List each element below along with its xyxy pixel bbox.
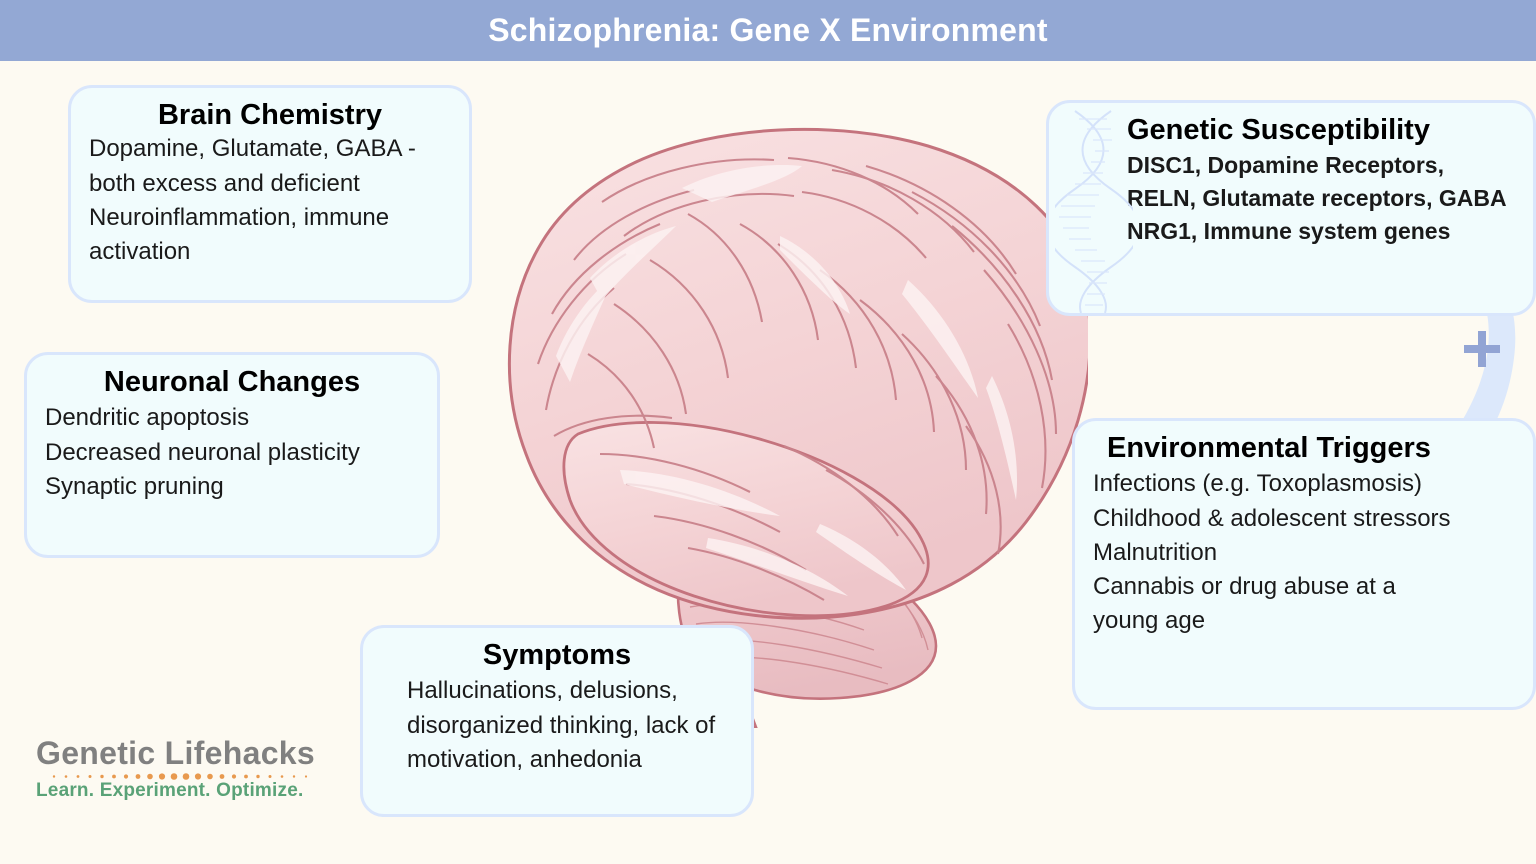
card-genetic-susceptibility: Genetic Susceptibility DISC1, Dopamine R…	[1046, 100, 1536, 316]
card-brain-chemistry: Brain Chemistry Dopamine, Glutamate, GAB…	[68, 85, 472, 303]
card-neuronal-changes-title: Neuronal Changes	[103, 366, 361, 398]
dna-helix-icon	[1055, 107, 1133, 313]
brand-tagline: Learn. Experiment. Optimize.	[36, 779, 304, 801]
card-environmental-triggers-line-3: Malnutrition	[1093, 538, 1218, 566]
page-title: Schizophrenia: Gene X Environment	[488, 12, 1048, 48]
card-brain-chemistry-line-3: Neuroinflammation, immune	[89, 203, 390, 231]
card-neuronal-changes-body: Dendritic apoptosis Decreased neuronal p…	[45, 401, 419, 504]
card-neuronal-changes-line-2: Decreased neuronal plasticity	[45, 438, 360, 466]
card-genetic-susceptibility-line-1: DISC1, Dopamine Receptors,	[1127, 152, 1444, 179]
card-environmental-triggers-line-1: Infections (e.g. Toxoplasmosis)	[1093, 470, 1423, 498]
card-brain-chemistry-line-1: Dopamine, Glutamate, GABA -	[89, 135, 416, 163]
card-neuronal-changes: Neuronal Changes Dendritic apoptosis Dec…	[24, 352, 440, 558]
plus-icon	[1461, 328, 1503, 370]
card-neuronal-changes-line-3: Synaptic pruning	[45, 472, 224, 500]
brand-logo: Genetic Lifehacks Learn. Experime	[36, 735, 336, 801]
logo-dot-divider	[36, 772, 336, 780]
card-brain-chemistry-line-2: both excess and deficient	[89, 169, 360, 197]
card-environmental-triggers: Environmental Triggers Infections (e.g. …	[1072, 418, 1536, 710]
card-neuronal-changes-line-1: Dendritic apoptosis	[45, 404, 250, 432]
card-symptoms-body: Hallucinations, delusions, disorganized …	[381, 674, 733, 777]
card-symptoms-line-2: disorganized thinking, lack of	[407, 711, 716, 739]
card-brain-chemistry-title: Brain Chemistry	[157, 99, 382, 131]
card-genetic-susceptibility-title: Genetic Susceptibility	[1127, 114, 1430, 146]
card-genetic-susceptibility-line-2: RELN, Glutamate receptors, GABA	[1127, 185, 1507, 212]
card-symptoms-title: Symptoms	[482, 639, 632, 671]
card-environmental-triggers-line-4: Cannabis or drug abuse at a	[1093, 573, 1396, 601]
card-environmental-triggers-line-5: young age	[1093, 607, 1206, 635]
card-symptoms-line-1: Hallucinations, delusions,	[407, 677, 678, 705]
brand-name: Genetic Lifehacks	[36, 735, 315, 771]
brain-illustration	[388, 118, 1088, 728]
card-symptoms-line-3: motivation, anhedonia	[407, 745, 642, 773]
card-environmental-triggers-line-2: Childhood & adolescent stressors	[1093, 504, 1451, 532]
header-bar: Schizophrenia: Gene X Environment	[0, 0, 1536, 61]
card-brain-chemistry-body: Dopamine, Glutamate, GABA - both excess …	[89, 132, 451, 269]
card-symptoms: Symptoms Hallucinations, delusions, diso…	[360, 625, 754, 817]
card-genetic-susceptibility-body: DISC1, Dopamine Receptors, RELN, Glutama…	[1127, 149, 1515, 248]
card-brain-chemistry-line-4: activation	[89, 238, 191, 266]
card-environmental-triggers-body: Infections (e.g. Toxoplasmosis) Childhoo…	[1093, 467, 1515, 639]
card-environmental-triggers-title: Environmental Triggers	[1107, 432, 1431, 464]
card-genetic-susceptibility-line-3: NRG1, Immune system genes	[1127, 217, 1451, 244]
